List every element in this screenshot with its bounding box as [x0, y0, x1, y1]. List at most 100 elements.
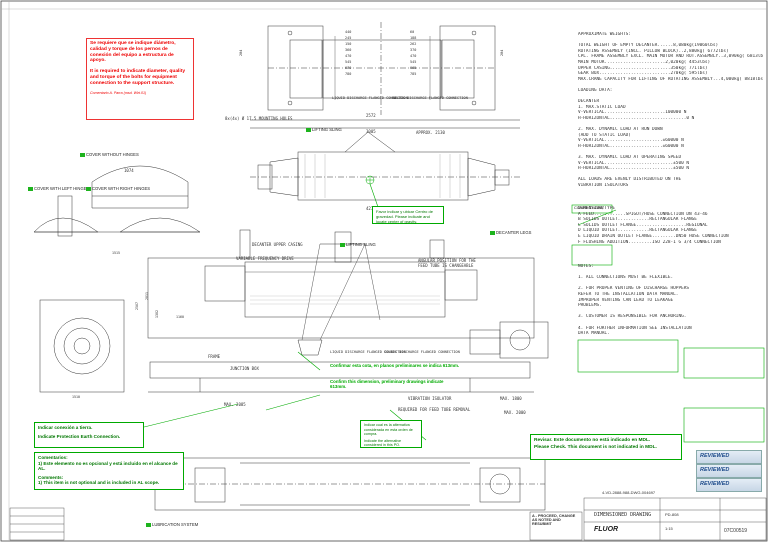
svg-text:150: 150: [345, 42, 351, 46]
angular-position-label: ANGULAR POSITION FOR THE FEED TUBE IS CH…: [418, 258, 476, 268]
general-line: 3. CUSTOMER IS RESPONSIBLE FOR ANCHORING…: [578, 314, 687, 320]
earth-connection-callout: Indicar conexión a tierra. Indicate Prot…: [34, 422, 144, 448]
solids-discharge-mid-label: SOLIDS DISCHARGE FLANGED CONNECTION: [384, 350, 460, 354]
confirm-dimension-spanish: Confirmar esta cota, en planos prelimina…: [330, 363, 460, 368]
approx-top-label: APPROX. 2130: [416, 130, 445, 135]
general-line: REFER TO THE INSTALLATION DATA MANUAL.: [578, 291, 679, 297]
dimension-1074: 1074: [124, 168, 134, 173]
notes-line: (ADD TO STATIC LOAD): [578, 132, 631, 138]
notes-line: V-VERTICAL......................±60000 N: [578, 138, 684, 144]
notes-line: CPL. FRAME ASSEMBLY EXCL. MAIN MOTOR AND…: [578, 54, 763, 60]
connections-line: F FLUSHING ADDITION.........ISO 228-1 G …: [578, 239, 721, 245]
svg-text:665: 665: [410, 66, 416, 70]
bolt-requirement-spanish: Se requiere que se indique diámetro, cal…: [90, 41, 176, 64]
weights-and-loads-notes: APPROXIMATE WEIGHTS: TOTAL WEIGHT OF EMP…: [578, 32, 763, 189]
general-line: 4. FOR FURTHER INFORMATION SEE INSTALLAT…: [578, 325, 692, 331]
notes-line: UPPER CASING.......................350kg…: [578, 65, 708, 71]
tag-marker-icon: [86, 186, 91, 191]
cover-right-hinges-tag: COVER WITH RIGHT HINGES: [86, 186, 150, 191]
bolt-requirement-notice: Se requiere que se indique diámetro, cal…: [86, 38, 194, 120]
notes-line: TOTAL WEIGHT OF EMPTY DECANTER......8,08…: [578, 43, 719, 49]
notes-line: MAIN MOTOR.......................2,020kg…: [578, 59, 711, 65]
scope-comments-callout: Comentarios: 1) Este elemento no es opci…: [34, 452, 184, 490]
reviewed-stamp-3[interactable]: REVIEWED: [696, 478, 762, 492]
tag-marker-icon: [80, 152, 85, 157]
feed-tube-removal-label: REQUIRED FOR FEED TUBE REMOVAL: [398, 407, 471, 412]
general-line: 1. ALL CONNECTIONS MUST BE FLEXIBLE.: [578, 275, 674, 281]
reviewed-stamp-1[interactable]: REVIEWED: [696, 450, 762, 464]
revision-code: 07C00519: [724, 528, 748, 534]
notes-line: 3. MAX. DYNAMIC LOAD AT OPERATING SPEED: [578, 155, 682, 161]
svg-text:262: 262: [410, 42, 416, 46]
top-view: [250, 22, 520, 129]
tag-marker-icon: [28, 186, 33, 191]
liquid-discharge-mid-label: LIQUID DISCHARGE FLANGED CONNECTION: [330, 350, 406, 354]
rotating-assembly-view: [250, 131, 520, 201]
dimension-4272: 4272: [366, 206, 376, 211]
notes-line: V-VERTICAL.......................100000 …: [578, 110, 687, 116]
svg-text:2011: 2011: [145, 292, 149, 300]
connections-line: D LIQUID OUTLET............RECTANGULAR F…: [578, 228, 697, 234]
svg-text:470: 470: [410, 54, 416, 58]
reviewer-signature: Comentario A. Parra (msd. Wirt.01): [90, 90, 147, 95]
svg-text:670: 670: [345, 66, 351, 70]
max-2085-label: MAX. 2085: [224, 402, 246, 407]
solids-discharge-top-label: SOLIDS DISCHARGE FLANGED CONNECTION: [392, 96, 468, 100]
lifting-sling-mid-tag: LIFTING SLING: [340, 242, 376, 247]
notes-line: APPROXIMATE WEIGHTS:: [578, 32, 631, 37]
notes-line: VIBRATION ISOLATORS: [578, 183, 629, 189]
mdl-review-callout: Revisar. Este documento no está indicado…: [530, 434, 682, 460]
notes-line: H-HORIZONTAL....................±60000 N: [578, 143, 684, 149]
svg-text:440: 440: [345, 30, 351, 34]
general-line: 2. FOR PROPER VENTING OF DISCHARGE HOPPE…: [578, 286, 690, 292]
center-of-gravity-callout: Favor indicar y ubicar Centro de graveda…: [372, 206, 444, 224]
tag-marker-icon: [340, 242, 345, 247]
notes-line: 2. MAX. DYNAMIC LOAD AT RUN DOWN: [578, 127, 663, 133]
general-notes: NOTES: 1. ALL CONNECTIONS MUST BE FLEXIB…: [578, 264, 763, 337]
connections-line: E LIQUID DRAIN OUTLET FLANGE.........DN5…: [578, 233, 729, 239]
fluor-stamp-text: A - PROCEED, CHANGE AS NOTED AND RESUBMI…: [532, 514, 576, 526]
general-line: PROBLEMS.: [578, 303, 602, 309]
reviewed-stamp-2[interactable]: REVIEWED: [696, 464, 762, 478]
vibration-isolator-label: VIBRATION ISOLATOR: [408, 396, 452, 401]
svg-text:370: 370: [410, 48, 416, 52]
lifting-sling-top-tag: LIFTING SLING: [306, 127, 342, 132]
confirm-dimension-english: Confirm this dimension, preliminary draw…: [330, 379, 444, 389]
svg-text:1510: 1510: [72, 395, 80, 399]
connections-line: C SOLIDS OUTLET FLANGE..................…: [578, 222, 708, 228]
connections-heading: CONNECTIONS: [574, 205, 604, 210]
tag-marker-icon: [306, 127, 311, 132]
svg-text:545: 545: [410, 60, 416, 64]
notes-line: 1. MAX.STATIC LOAD: [578, 104, 626, 110]
notes-line: GEAR BOX...........................270kg…: [578, 71, 708, 77]
tag-marker-icon: [146, 522, 151, 527]
connections-line: B SOLIDS OUTLET............RECTANGULAR F…: [578, 217, 697, 223]
title-block: [9, 497, 767, 541]
general-line: NOTES:: [578, 264, 594, 269]
dimension-3005: 3005: [366, 129, 376, 134]
notes-line: DECANTER: [578, 99, 600, 105]
lubrication-view: [154, 457, 546, 511]
notes-line: H-HORIZONTAL............................…: [578, 115, 695, 121]
sheet-id: PD-808: [665, 512, 679, 517]
drawing-scale: 1:15: [665, 526, 673, 531]
svg-text:2567: 2567: [135, 302, 139, 310]
notes-line: LOADING DATA:: [578, 87, 613, 93]
svg-text:245: 245: [345, 36, 351, 40]
svg-text:60: 60: [410, 30, 414, 34]
svg-text:188: 188: [410, 36, 416, 40]
bolt-requirement-english: It is required to indicate diameter, qua…: [90, 69, 186, 86]
document-number: 4-VD-2888-988-DWG-004697: [602, 490, 656, 495]
liquid-discharge-top-label: LIQUID DISCHARGE FLANGED CONNECTION: [332, 96, 408, 100]
end-views: [33, 165, 201, 237]
general-line: DATA MANUAL.: [578, 331, 610, 337]
svg-text:785: 785: [410, 72, 416, 76]
svg-text:470: 470: [345, 54, 351, 58]
vfd-label: VARIABLE FREQUENCY DRIVE: [236, 256, 294, 261]
dimension-2572: 2572: [366, 113, 376, 118]
cover-without-hinges-tag: COVER WITHOUT HINGES: [80, 152, 139, 157]
tag-marker-icon: [490, 230, 495, 235]
